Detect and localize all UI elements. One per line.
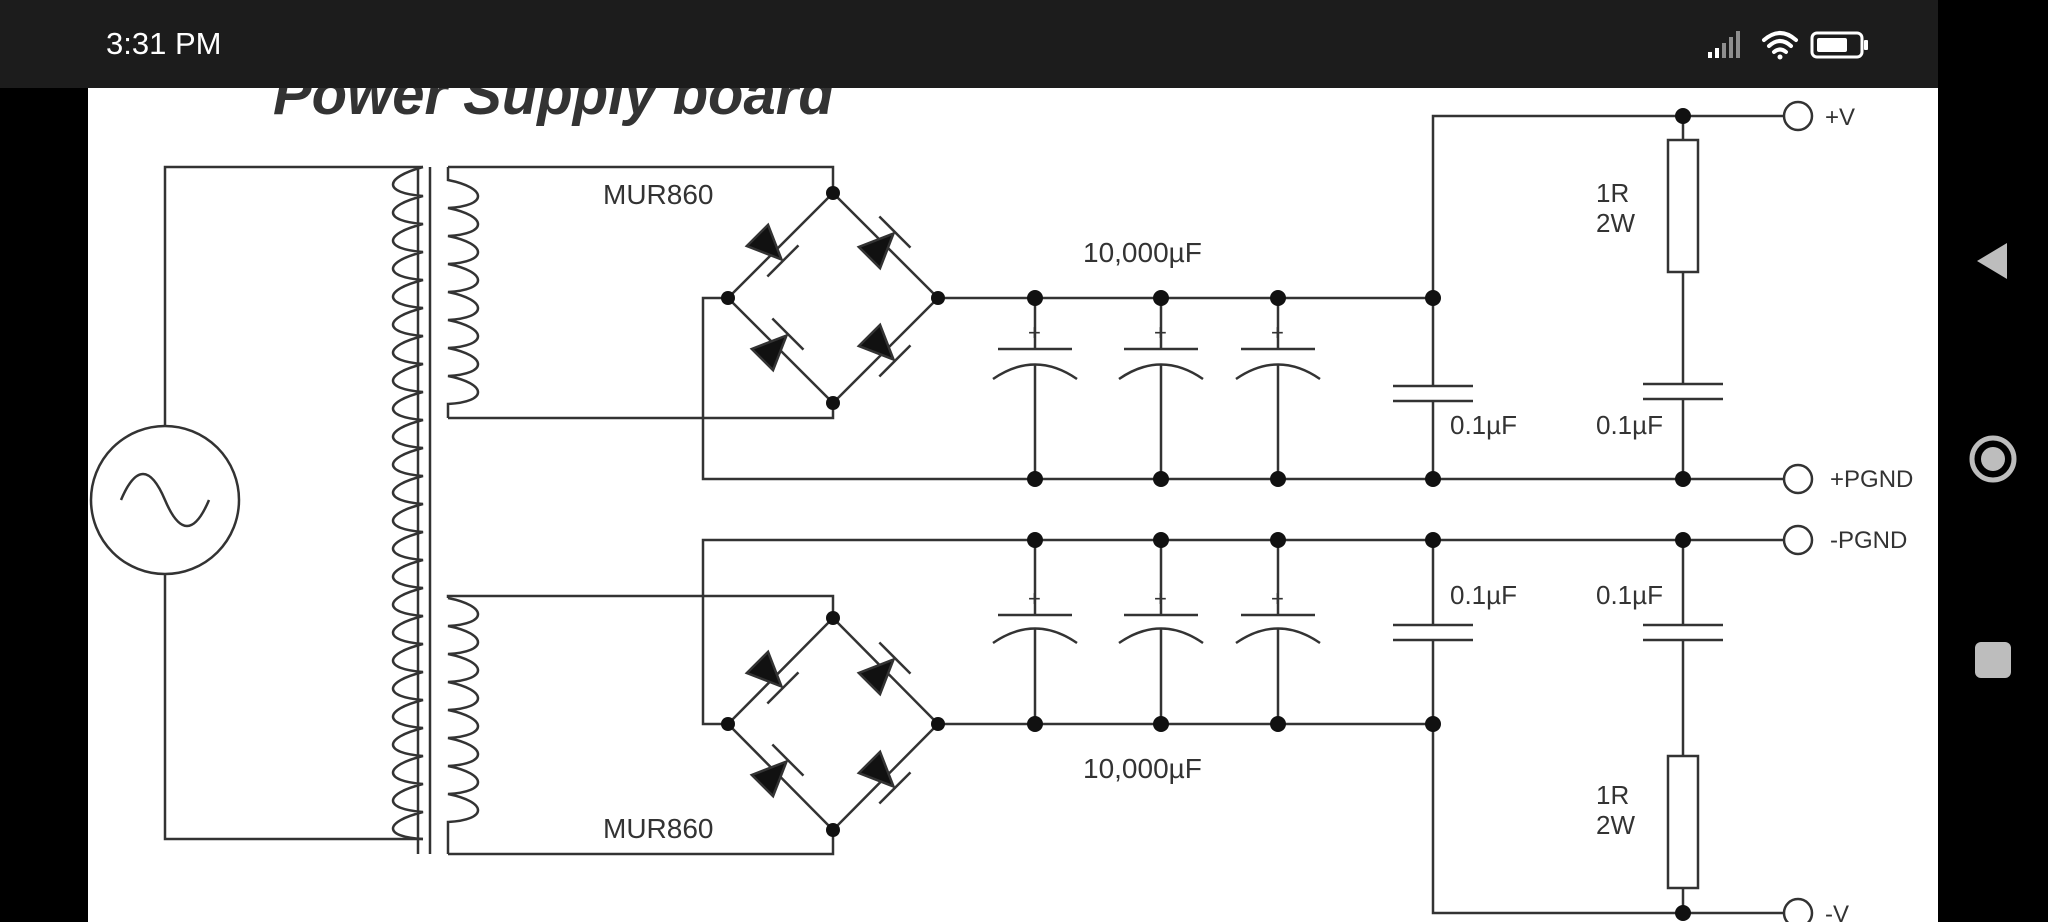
film-cap-label-bottom-2: 0.1µF [1596,580,1663,610]
back-icon[interactable] [1963,231,2023,291]
image-viewer[interactable]: + + + + + + Power Supply board MUR860 MUR860… [88,88,1938,922]
signal-icon [1708,31,1740,58]
svg-text:+: + [1271,320,1284,345]
resistor-value-bottom: 1R [1596,780,1629,810]
svg-text:+: + [1271,586,1284,611]
wifi-icon [1762,31,1798,60]
status-time: 3:31 PM [106,26,222,61]
navigation-bar [1938,0,2048,922]
rectifier-label-bottom: MUR860 [603,813,713,844]
cap-bank-label-bottom: 10,000µF [1083,753,1202,784]
terminal-label-neg-v: -V [1825,901,1849,922]
power-supply-schematic: + + + + + + Power Supply board MUR860 MUR860… [89,88,1913,922]
schematic-title: Power Supply board [273,88,835,127]
resistor-power-top: 2W [1596,208,1635,238]
status-bar: 3:31 PM [0,0,1938,88]
svg-text:+: + [1028,586,1041,611]
film-cap-label-top-2: 0.1µF [1596,410,1663,440]
terminal-label-neg-pgnd: -PGND [1830,527,1907,554]
home-icon[interactable] [1963,429,2023,489]
svg-text:+: + [1154,586,1167,611]
resistor-value-top: 1R [1596,178,1629,208]
svg-text:+: + [1028,320,1041,345]
terminal-label-pos-pgnd: +PGND [1830,466,1913,493]
status-icons [1708,31,1868,60]
cap-bank-label-top: 10,000µF [1083,237,1202,268]
rectifier-label-top: MUR860 [603,179,713,210]
battery-icon [1810,31,1868,59]
film-cap-label-top-1: 0.1µF [1450,410,1517,440]
terminal-label-pos-v: +V [1825,104,1855,131]
resistor-power-bottom: 2W [1596,810,1635,840]
recents-icon[interactable] [1963,630,2023,690]
svg-text:+: + [1154,320,1167,345]
film-cap-label-bottom-1: 0.1µF [1450,580,1517,610]
